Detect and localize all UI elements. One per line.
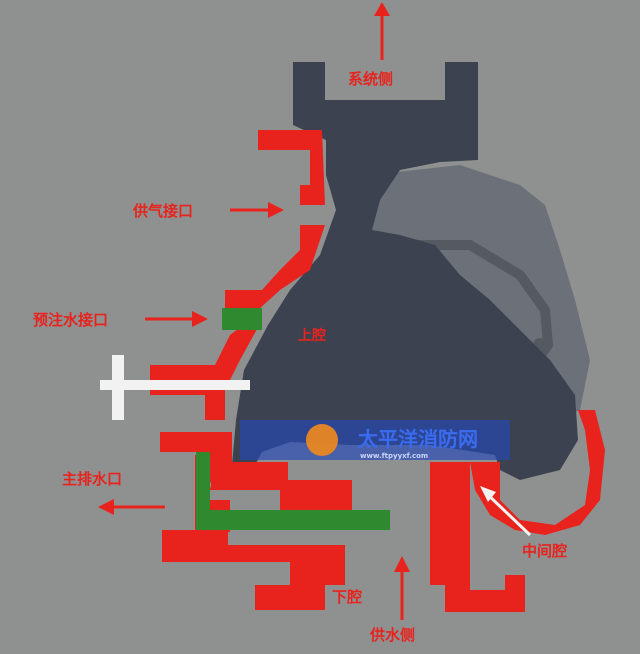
exhaust-flange <box>258 130 325 205</box>
lower-seal <box>210 510 390 530</box>
watermark-logo <box>306 424 338 456</box>
exhaust-port-arrow-head <box>268 202 284 218</box>
watermark-name: 太平洋消防网 <box>358 427 478 451</box>
mid-left-wall <box>150 320 262 420</box>
middle-chamber-wall <box>470 410 605 535</box>
label-supply-side: 供水侧 <box>369 626 415 644</box>
prefill-port-arrow-head <box>192 311 208 327</box>
label-prefill-port: 预注水接口 <box>33 311 108 329</box>
watermark-url: www.ftpyyxf.com <box>360 452 428 460</box>
test-pin-head <box>112 355 124 420</box>
prefill-port-seal <box>222 308 262 330</box>
test-pin-shaft <box>100 380 250 390</box>
middle-chamber-pointer-head <box>480 486 496 502</box>
main-drain-arrow-head <box>98 499 114 515</box>
system-side-arrow-head <box>374 2 390 16</box>
label-exhaust-port: 供气接口 <box>132 202 193 220</box>
label-middle-chamber: 中间腔 <box>522 542 567 560</box>
label-system-side: 系统侧 <box>348 70 393 88</box>
upper-left-wall <box>225 225 325 310</box>
label-lower-chamber: 下腔 <box>332 588 362 606</box>
lower-chamber-wall <box>162 530 345 610</box>
drain-seal-vertical <box>196 452 210 530</box>
upper-body <box>232 62 578 480</box>
label-main-drain: 主排水口 <box>62 470 122 488</box>
watermark-band <box>240 420 510 460</box>
middle-chamber-pointer <box>483 490 532 537</box>
label-upper-chamber: 上腔 <box>298 327 326 344</box>
supply-body <box>430 462 525 612</box>
supply-side-arrow-head <box>394 556 410 572</box>
